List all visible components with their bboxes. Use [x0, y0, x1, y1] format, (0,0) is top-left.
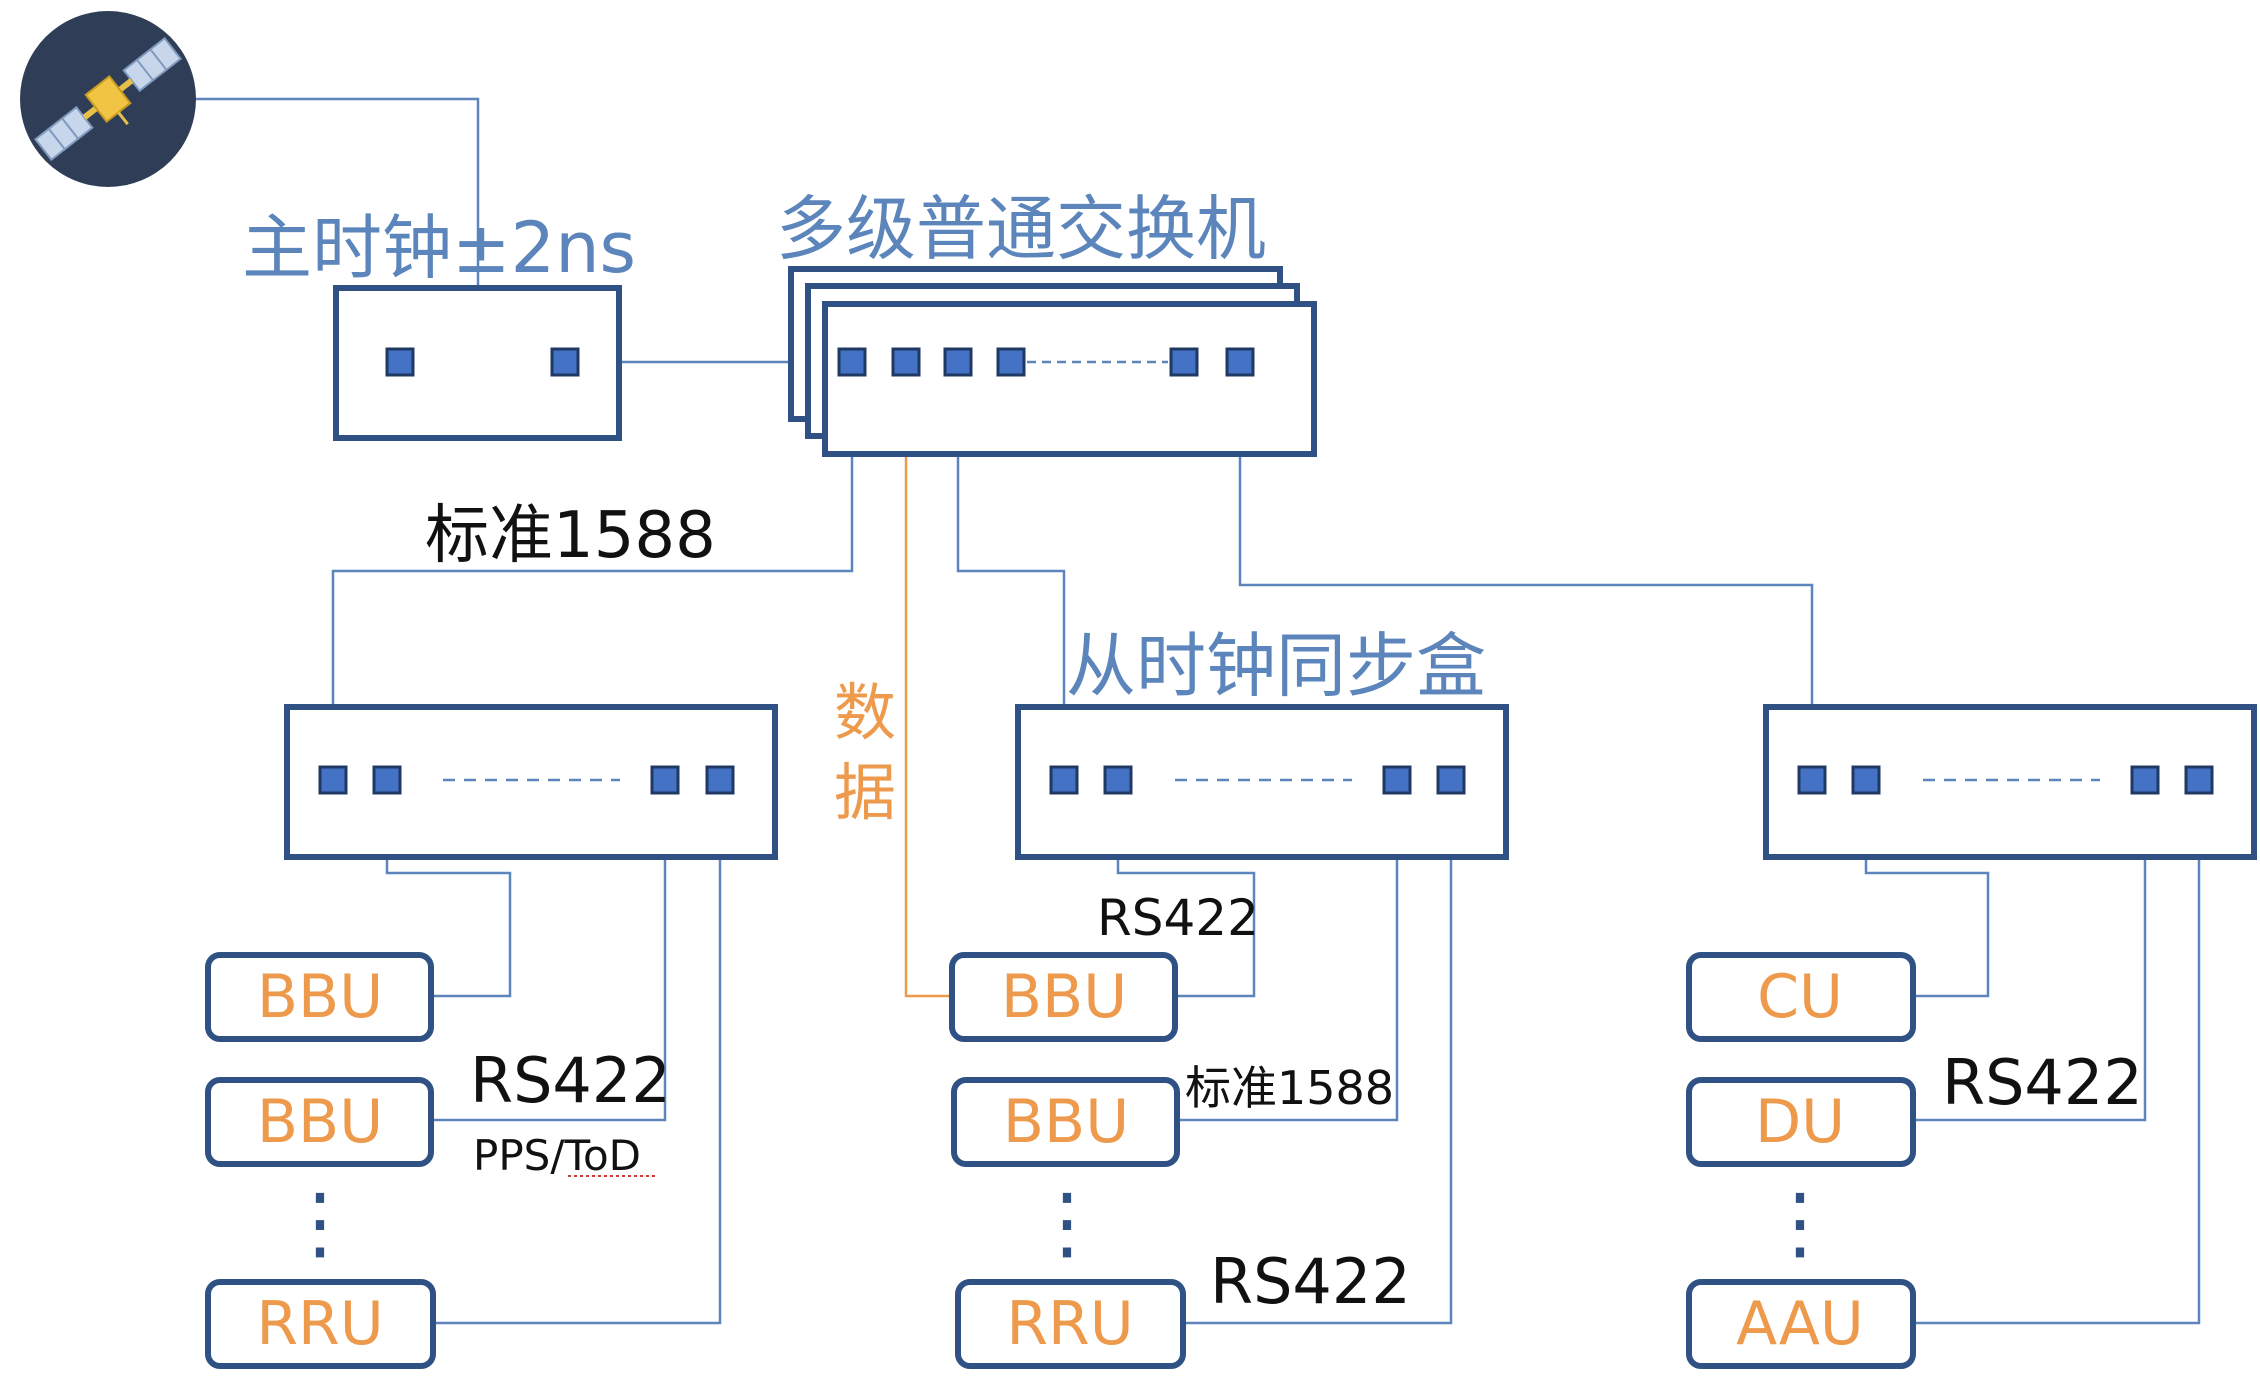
- master-clock-box: [333, 285, 622, 441]
- standard-1588-top-label: 标准1588: [425, 499, 716, 573]
- data-label-char2: 据: [834, 756, 896, 829]
- right-ellipsis: ⋮: [1760, 1176, 1840, 1269]
- switch-port-4: [996, 347, 1026, 377]
- right-device-1: CU: [1757, 962, 1843, 1032]
- middle-device-2: BBU: [1003, 1087, 1129, 1157]
- middle-devices: BBU BBU ⋮ RRU: [949, 952, 1186, 1369]
- right-device-2: DU: [1755, 1087, 1845, 1157]
- master-port-1: [385, 347, 415, 377]
- switch-port-5: [1169, 347, 1199, 377]
- right-port3-to-du: [1913, 780, 2147, 1122]
- switch-port-3: [943, 347, 973, 377]
- switch-port-6: [1225, 347, 1255, 377]
- switch-port-1: [837, 347, 867, 377]
- left-device-2: BBU: [257, 1087, 383, 1157]
- master-port-2: [550, 347, 580, 377]
- switch-to-right-slave-link: [1238, 362, 1814, 780]
- standard-1588-mid-label: 标准1588: [1185, 1061, 1394, 1115]
- middle-port3-to-bbu2: [1177, 780, 1399, 1122]
- switch-to-middle-slave-link: [956, 362, 1066, 780]
- rs422-right-label: RS422: [1942, 1046, 2143, 1119]
- right-device-3: AAU: [1736, 1289, 1864, 1359]
- middle-device-1: BBU: [1001, 962, 1127, 1032]
- left-device-1: BBU: [257, 962, 383, 1032]
- slave-sync-box-label: 从时钟同步盒: [1066, 625, 1486, 707]
- data-line: [904, 362, 952, 998]
- rs422-mid-bottom-label: RS422: [1210, 1245, 1411, 1318]
- left-ellipsis: ⋮: [280, 1176, 360, 1269]
- switch-port-2: [891, 347, 921, 377]
- data-label-char1: 数: [834, 676, 896, 749]
- left-device-3: RRU: [256, 1289, 383, 1359]
- switch-to-left-slave-link: [331, 362, 854, 780]
- satellite-link: [195, 97, 480, 288]
- left-slave-box: [284, 704, 778, 860]
- satellite-icon: [20, 11, 196, 187]
- middle-port4-to-rru: [1183, 780, 1453, 1325]
- right-port4-to-aau: [1913, 780, 2201, 1325]
- left-devices: BBU BBU ⋮ RRU: [205, 952, 436, 1369]
- right-devices: CU DU ⋮ AAU: [1686, 952, 1916, 1369]
- master-clock-label: 主时钟±2ns: [242, 207, 636, 289]
- pps-tod-label: PPS/ToD: [473, 1131, 641, 1180]
- switch-box: [788, 266, 1317, 457]
- right-slave-box: [1763, 704, 2257, 860]
- left-port4-to-rru: [433, 780, 722, 1325]
- rs422-mid-top-label: RS422: [1097, 889, 1259, 947]
- left-port3-to-bbu2: [433, 780, 667, 1122]
- rs422-left-label: RS422: [470, 1044, 671, 1117]
- middle-ellipsis: ⋮: [1027, 1176, 1107, 1269]
- switch-label: 多级普通交换机: [776, 188, 1266, 270]
- middle-slave-box: [1015, 704, 1509, 860]
- middle-device-3: RRU: [1006, 1289, 1133, 1359]
